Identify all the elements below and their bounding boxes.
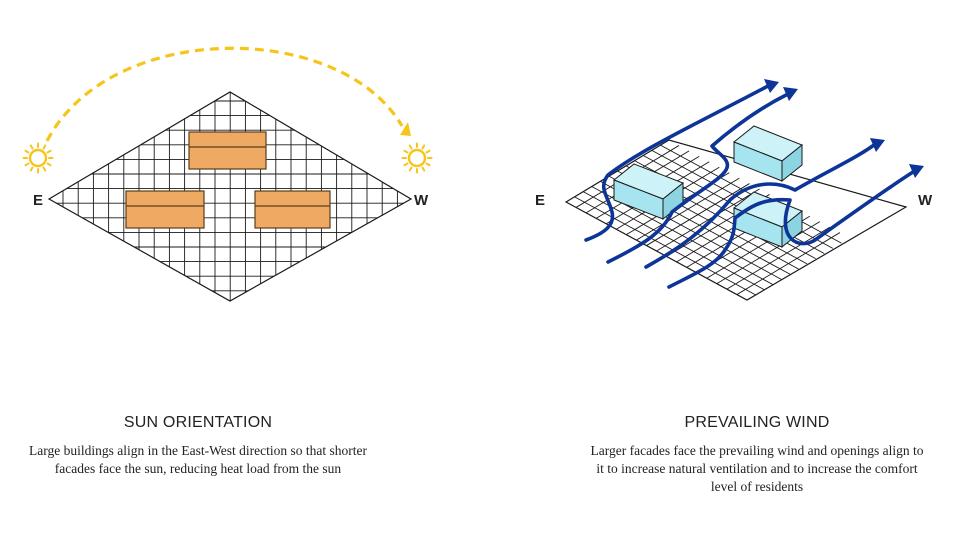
- sun-orientation-description: Large buildings align in the East-West d…: [29, 443, 367, 476]
- prevailing-wind-diagram: E W: [535, 79, 933, 301]
- sun-orientation-title: SUN ORIENTATION: [123, 414, 273, 431]
- wind-arrows: [584, 84, 915, 289]
- building-block-north: [733, 125, 803, 183]
- building-block-west: [613, 163, 684, 221]
- wind-arrow: [667, 170, 915, 289]
- sun-icon: [22, 142, 54, 174]
- east-label: E: [535, 192, 545, 209]
- east-label: E: [33, 192, 43, 209]
- building-southeast: [254, 190, 331, 229]
- sun-icon: [401, 142, 433, 174]
- wind-arrowheads: [764, 79, 924, 178]
- sun-path-dashed-arrow: [45, 46, 411, 142]
- sun-grid: [47, 91, 413, 302]
- prevailing-wind-description: Larger facades face the prevailing wind …: [590, 443, 924, 494]
- west-label: W: [414, 192, 429, 209]
- building-north: [188, 131, 267, 170]
- wind-arrow: [644, 143, 876, 269]
- west-label: W: [918, 192, 933, 209]
- building-southwest: [125, 190, 205, 229]
- sun-orientation-diagram: E W: [22, 46, 433, 302]
- wind-arrow: [606, 92, 790, 264]
- prevailing-wind-title: PREVAILING WIND: [684, 414, 830, 431]
- wind-arrow: [584, 84, 770, 242]
